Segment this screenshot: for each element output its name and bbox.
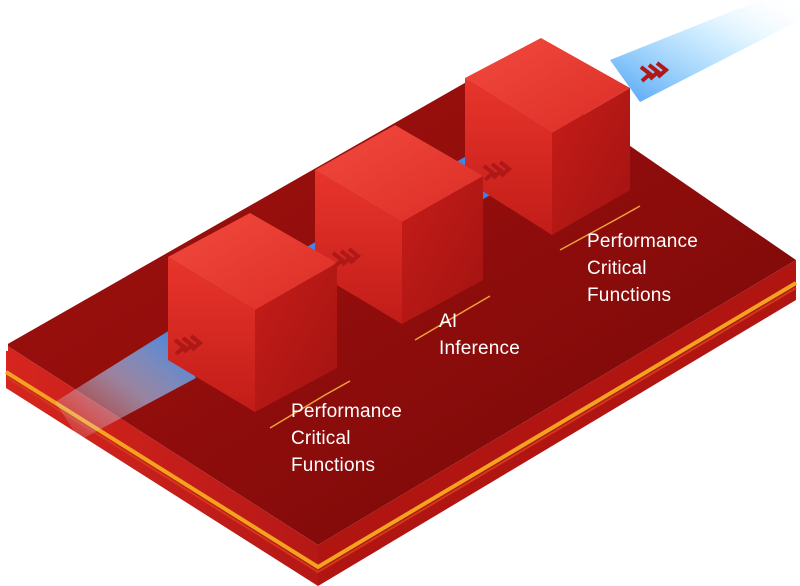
cube-left xyxy=(315,170,402,324)
cube-right xyxy=(552,88,630,235)
leader-left xyxy=(269,380,351,429)
label-line: Performance xyxy=(587,231,698,252)
label-line: AI xyxy=(439,311,458,332)
cube-left xyxy=(465,78,552,235)
label-ai-inference: AI Inference xyxy=(439,308,520,362)
leader-middle xyxy=(414,295,491,341)
cube-left xyxy=(168,257,255,412)
cube-right xyxy=(402,176,483,324)
leader-right xyxy=(559,205,641,251)
label-line: Critical xyxy=(587,258,647,279)
cube-performance-right xyxy=(465,38,630,235)
label-line: Inference xyxy=(439,338,521,359)
label-line: Performance xyxy=(291,401,402,422)
cube-top xyxy=(315,125,483,222)
board-left-notch xyxy=(0,343,8,351)
beam-input xyxy=(55,330,196,440)
label-performance-critical-left: Performance Critical Functions xyxy=(291,398,402,479)
cube-right xyxy=(255,263,337,412)
accent-stripe-shadow xyxy=(5,287,797,574)
cube-performance-left xyxy=(168,213,337,412)
label-performance-critical-right: Performance Critical Functions xyxy=(587,228,698,309)
label-line: Functions xyxy=(291,455,376,476)
cube-ai-inference xyxy=(315,125,483,324)
label-line: Functions xyxy=(587,285,672,306)
accent-stripe xyxy=(4,281,798,570)
leader-lines xyxy=(269,205,641,429)
cube-top xyxy=(168,213,337,310)
beam-output xyxy=(610,0,800,102)
chevron-right-triple-icon xyxy=(173,61,670,356)
label-line: Critical xyxy=(291,428,351,449)
cube-top xyxy=(465,38,630,133)
